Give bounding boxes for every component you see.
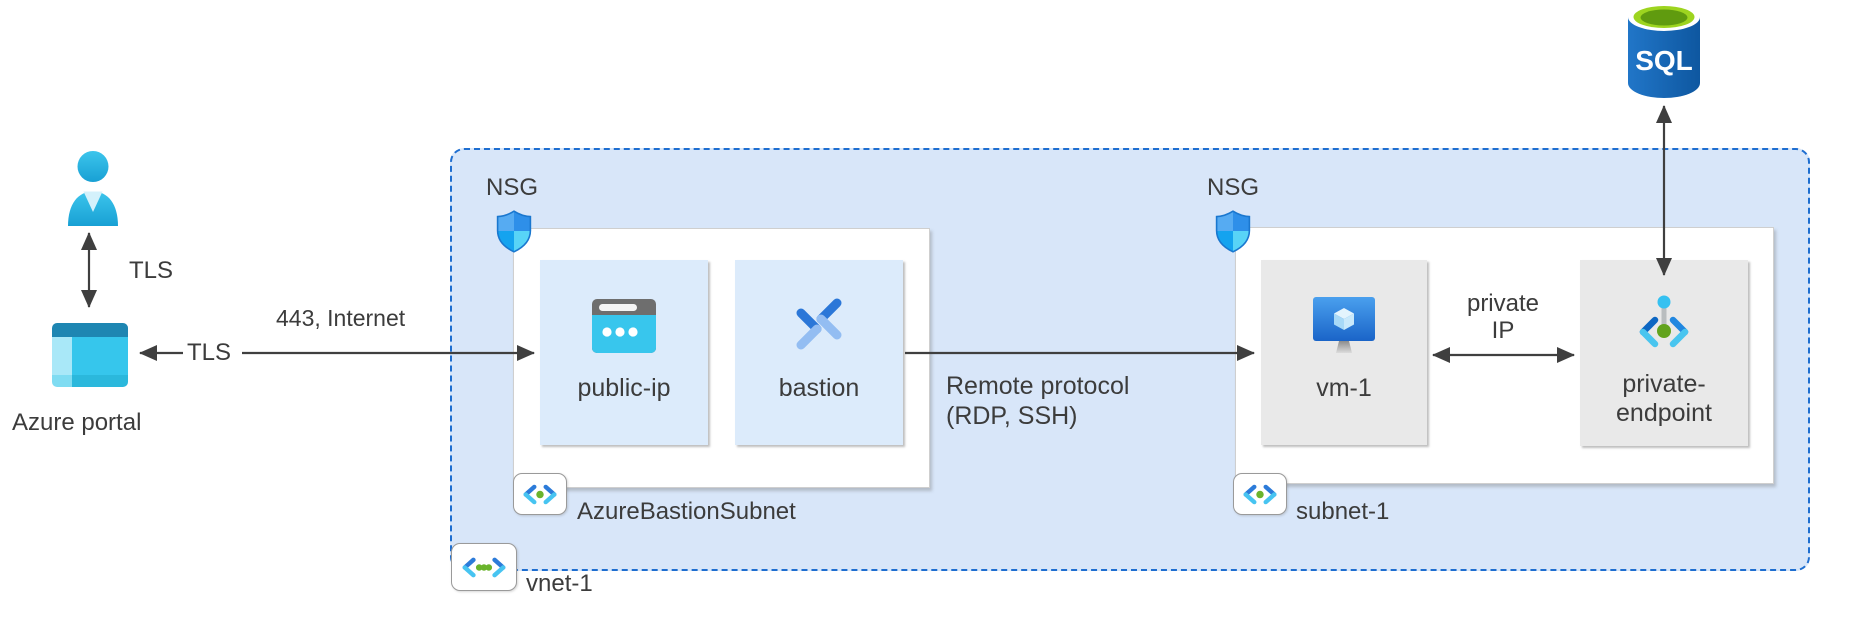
vnet-label: vnet-1 bbox=[526, 570, 593, 597]
user-icon bbox=[68, 151, 118, 226]
azure-portal-icon bbox=[52, 323, 128, 387]
nsg-label-subnet1: NSG bbox=[1207, 174, 1260, 201]
remote-protocol-line1: Remote protocol bbox=[946, 372, 1130, 400]
subnet1-badge bbox=[1233, 473, 1287, 515]
sql-label: SQL bbox=[1635, 45, 1693, 76]
tls-vertical-label: TLS bbox=[129, 257, 174, 284]
private-endpoint-tile bbox=[1580, 260, 1748, 446]
subnet-icon bbox=[520, 480, 560, 509]
private-endpoint-label-line1: private- bbox=[1622, 370, 1706, 398]
subnet-icon bbox=[1240, 480, 1280, 509]
nsg-shield-icon bbox=[496, 210, 532, 253]
portal-footer bbox=[72, 375, 128, 387]
virtual-machine-icon bbox=[1313, 297, 1375, 353]
public-ip-label: public-ip bbox=[577, 374, 671, 402]
sql-database-icon: SQL bbox=[1628, 3, 1700, 98]
private-endpoint-label-line2: endpoint bbox=[1616, 399, 1712, 427]
bastion-label: bastion bbox=[778, 374, 860, 402]
bastion-tile bbox=[735, 260, 903, 445]
private-endpoint-label: private- endpoint bbox=[1580, 370, 1748, 428]
portal-titlebar bbox=[52, 323, 128, 337]
vnet-badge bbox=[451, 543, 517, 591]
bastion-subnet-badge bbox=[513, 473, 567, 515]
vm-label: vm-1 bbox=[1316, 374, 1372, 402]
portal-sidebar bbox=[52, 337, 72, 375]
remote-protocol-line2: (RDP, SSH) bbox=[946, 402, 1078, 430]
internet-port-label: 443, Internet bbox=[276, 305, 406, 331]
portal-main bbox=[72, 337, 128, 375]
private-ip-line2: IP bbox=[1491, 317, 1515, 344]
remote-protocol-label: Remote protocol (RDP, SSH) bbox=[946, 371, 1129, 431]
tls-horizontal-label: TLS bbox=[187, 339, 232, 366]
private-endpoint-icon bbox=[1639, 295, 1689, 348]
nsg-label-bastion-subnet: NSG bbox=[486, 174, 539, 201]
nsg-shield-icon bbox=[1215, 210, 1251, 253]
azure-portal-label: Azure portal bbox=[12, 409, 142, 436]
private-ip-line1: private bbox=[1466, 290, 1540, 317]
public-ip-icon bbox=[592, 299, 656, 353]
vnet-icon bbox=[460, 552, 508, 583]
private-ip-label: private IP bbox=[1440, 290, 1566, 344]
bastion-icon bbox=[796, 298, 842, 350]
subnet1-label: subnet-1 bbox=[1296, 498, 1390, 525]
bastion-subnet-label: AzureBastionSubnet bbox=[577, 498, 796, 525]
portal-sidebar-bottom bbox=[52, 375, 72, 387]
